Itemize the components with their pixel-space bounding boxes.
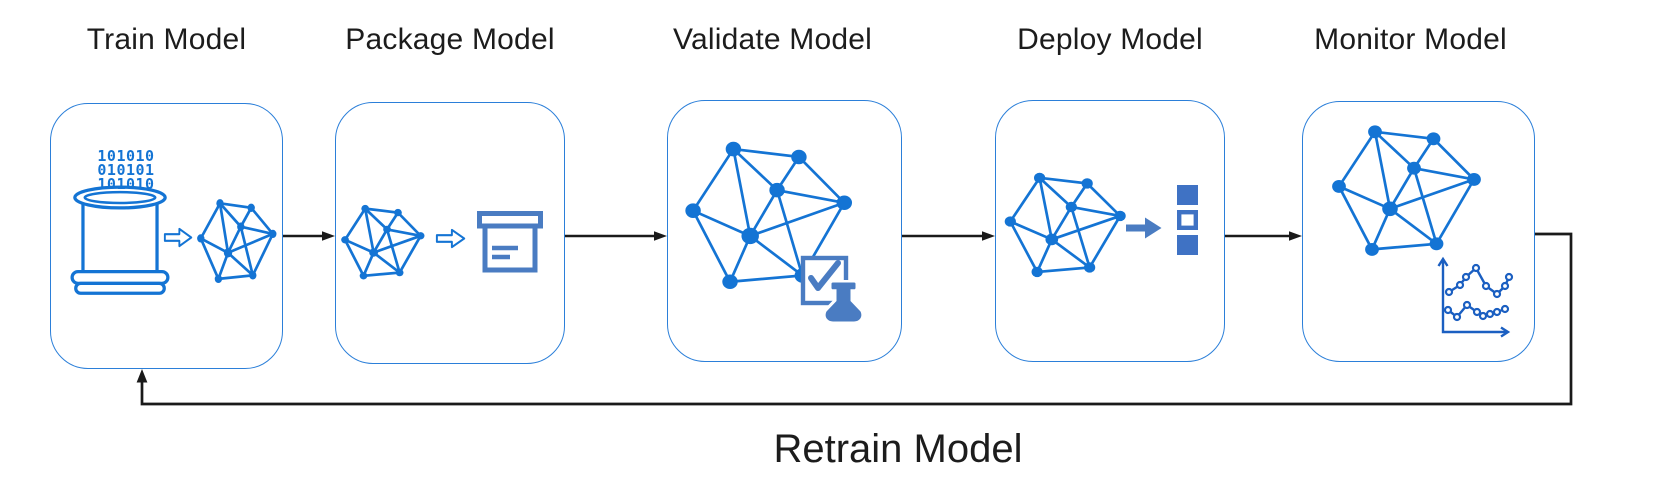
- deployment-squares-icon: [1177, 185, 1199, 255]
- binary-line: 010101: [97, 161, 155, 179]
- arrow-train-to-package: [283, 231, 335, 241]
- binary-line: 101010: [97, 147, 155, 165]
- solid-arrow-icon: [1126, 217, 1162, 239]
- hollow-arrow-icon: [163, 227, 193, 248]
- retrain-label: Retrain Model: [773, 427, 1023, 471]
- stage-title-train: Train Model: [86, 23, 247, 56]
- network-graph-icon: [1330, 122, 1480, 262]
- stage-title-validate: Validate Model: [672, 23, 873, 56]
- arrow-package-to-validate: [565, 231, 667, 241]
- hollow-arrow-icon: [435, 228, 466, 249]
- arrow-validate-to-deploy: [902, 231, 995, 241]
- database-icon: [70, 185, 170, 295]
- binary-data-text: 101010 010101 101010: [96, 147, 156, 193]
- package-box-icon: [477, 211, 543, 273]
- stage-title-monitor: Monitor Model: [1314, 23, 1507, 56]
- network-graph-icon: [195, 197, 278, 285]
- binary-line: 101010: [97, 175, 155, 193]
- arrow-deploy-to-monitor: [1225, 231, 1302, 241]
- check-flask-icon: [800, 255, 865, 325]
- line-chart-icon: [1437, 256, 1514, 338]
- stage-title-package: Package Model: [345, 23, 555, 56]
- network-graph-icon: [340, 203, 426, 281]
- stage-title-deploy: Deploy Model: [1017, 23, 1203, 56]
- network-graph-icon: [1003, 171, 1128, 279]
